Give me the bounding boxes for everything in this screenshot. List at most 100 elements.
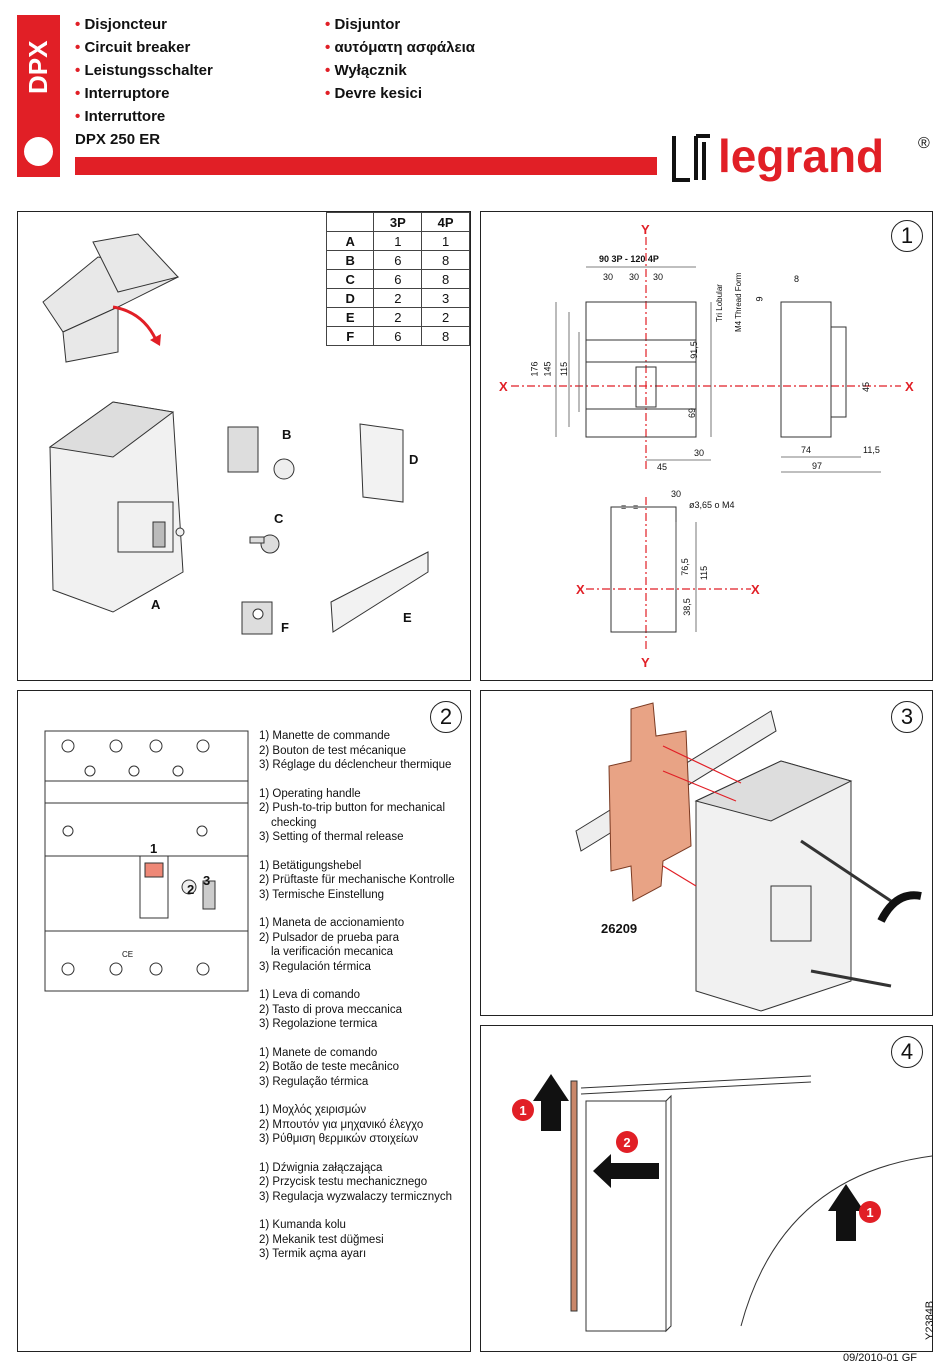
logo-mark: ®: [918, 135, 930, 152]
front-view-drawing: [44, 730, 249, 992]
dim-91-5: 91,5: [688, 341, 699, 359]
instruction-group: 1) Manete de comando 2) Botão de teste m…: [259, 1046, 399, 1088]
brand-side-label: DPX: [23, 40, 53, 94]
step-number-2: 2: [430, 701, 462, 733]
axis-x-label: X: [499, 379, 508, 394]
front-label-3: 3: [203, 873, 211, 888]
arrow-up-icon: [828, 1184, 864, 1241]
title-line: • Wyłącznik: [325, 62, 407, 79]
dim-115: 115: [699, 565, 710, 581]
titles-right: • Disjuntor • αυτόματη ασφάλεια • Wyłącz…: [325, 13, 555, 105]
dim-74: 74: [801, 445, 812, 455]
dim-97: 97: [812, 461, 823, 471]
dim-76-5: 76,5: [679, 558, 690, 576]
title-line: • Disjuntor: [325, 16, 401, 33]
model-name: DPX 250 ER: [75, 131, 161, 148]
axis-y-label: Y: [641, 222, 650, 237]
instruction-group: 1) Leva di comando 2) Tasto di prova mec…: [259, 989, 402, 1030]
open-box-icon: [42, 233, 180, 363]
mounting-drawing: [575, 702, 922, 1012]
screw-c-drawing: [249, 534, 280, 554]
instruction-group: 1) Manette de commande 2) Bouton de test…: [259, 730, 452, 771]
part-label-c: C: [274, 511, 284, 526]
part-label-d: D: [409, 452, 419, 467]
axis-x-label: X: [751, 582, 760, 597]
part-label-f: F: [281, 620, 289, 635]
dim-30: 30: [694, 448, 705, 458]
thread-label: Tri Lobular: [715, 284, 724, 322]
breaker-a-drawing: [48, 401, 185, 613]
dim-176: 176: [529, 361, 540, 377]
instruction-group: 1) Operating handle 2) Push-to-trip butt…: [259, 787, 446, 844]
brand-dot: [24, 137, 53, 166]
arrow-left-icon: [593, 1154, 659, 1188]
step-number-1: 1: [891, 220, 923, 252]
axis-x-label: X: [576, 582, 585, 597]
clamp-f-drawing: [241, 601, 273, 635]
axis-x-label: X: [905, 379, 914, 394]
title-line: • Devre kesici: [325, 85, 423, 102]
clip-b-drawing: [227, 426, 295, 480]
accessory-ref: 26209: [601, 921, 638, 936]
dimension-drawing: [511, 237, 901, 652]
part-label-b: B: [282, 427, 292, 442]
dim-width: 90 3P - 120 4P: [599, 254, 659, 264]
ce-mark: CE: [122, 950, 134, 959]
title-line: • αυτόματη ασφάλεια: [325, 39, 475, 56]
cover-e-drawing: [330, 551, 429, 633]
instruction-group: 1) Dźwignia załączająca 2) Przycisk test…: [259, 1161, 453, 1203]
instruction-group: 1) Μοχλός χειρισμών 2) Μπουτόν για μηχαν…: [259, 1104, 424, 1145]
screwdriver-icon: [800, 839, 892, 988]
dim-9: 9: [754, 296, 765, 302]
legrand-logo: legrand ®: [672, 130, 930, 182]
dim-8: 8: [794, 274, 800, 284]
plate-d-drawing: [359, 423, 404, 503]
badge-3: 1: [859, 1201, 881, 1223]
open-arrow-icon: [112, 305, 158, 341]
dim-38-5: 38,5: [681, 598, 692, 616]
brand-side-box: DPX: [17, 15, 60, 177]
panel-front-view: 2 1 2 3 CE 1) Manette de commande 2) Bou…: [17, 690, 471, 1352]
step-number-4: 4: [891, 1036, 923, 1068]
dim-hole: ø3,65 o M4: [689, 500, 735, 510]
dim-30: 30: [629, 272, 640, 282]
badge-2: 2: [616, 1131, 638, 1153]
dim-30: 30: [653, 272, 664, 282]
arrow-up-icon: [533, 1074, 569, 1131]
axis-y-label: Y: [641, 655, 650, 670]
step-number-3: 3: [891, 701, 923, 733]
front-label-2: 2: [187, 882, 195, 897]
mounting-plate: [608, 702, 692, 902]
table-header-row: 3P 4P: [325, 212, 470, 232]
dim-145: 145: [542, 361, 553, 377]
dim-11-5: 11,5: [863, 445, 880, 455]
title-line: • Interruptore: [75, 85, 170, 102]
dim-69: 69: [687, 407, 698, 419]
panel-dimensions: 1: [480, 211, 933, 681]
badge-1: 1: [512, 1099, 534, 1121]
panel-mounting: 3 26209: [480, 690, 933, 1016]
removal-drawing: [533, 1074, 932, 1333]
part-label-e: E: [403, 610, 412, 625]
instruction-group: 1) Maneta de accionamiento 2) Pulsador d…: [259, 917, 405, 973]
doc-code: Y2384B: [924, 1300, 936, 1340]
footer-date: 09/2010-01 GF: [843, 1352, 917, 1364]
dim-30: 30: [671, 489, 682, 499]
logo-text: legrand: [718, 130, 884, 182]
titles-left: • Disjoncteur • Circuit breaker • Leistu…: [75, 13, 305, 151]
dim-45: 45: [861, 381, 872, 393]
header-red-bar: [75, 157, 657, 175]
title-line: • Circuit breaker: [75, 39, 191, 56]
dim-115: 115: [559, 361, 570, 377]
thread-label: M4 Thread Form: [734, 272, 743, 332]
instruction-group: 1) Kumanda kolu 2) Mekanik test düğmesi …: [259, 1219, 384, 1260]
part-label-a: A: [151, 597, 161, 612]
dim-45: 45: [657, 462, 668, 472]
